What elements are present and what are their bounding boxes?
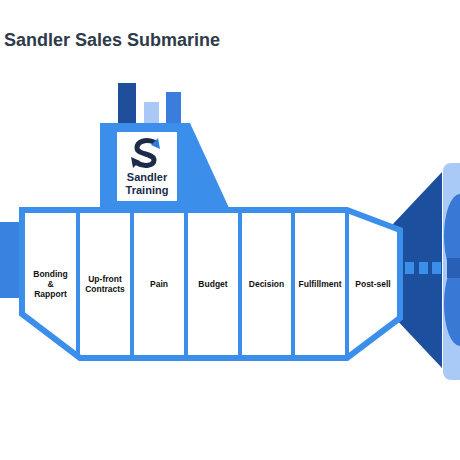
divider (238, 210, 242, 358)
logo-text: Sandler Training (118, 171, 176, 197)
chimney (166, 92, 181, 125)
divider (184, 210, 188, 358)
propeller-shaft (419, 262, 428, 274)
stage-label: Up-front Contracts (82, 274, 128, 294)
logo-panel (117, 132, 177, 201)
divider (291, 210, 295, 358)
logo-box: Sandler Training (117, 168, 177, 200)
divider (130, 210, 134, 358)
divider (345, 210, 349, 358)
compartment-dividers (78, 210, 347, 358)
compartment-box: Post-sell (349, 214, 397, 354)
propeller-shaft (405, 262, 414, 274)
logo-symbol (131, 138, 160, 168)
submarine-hull (22, 210, 400, 358)
stage-label: Decision (249, 279, 284, 289)
compartment-box: Up-front Contracts (80, 214, 130, 354)
chimney (118, 83, 136, 125)
compartment-box: Decision (242, 214, 291, 354)
stage-label: Post-sell (355, 279, 390, 289)
divider (76, 210, 80, 358)
stage-label: Pain (150, 279, 168, 289)
compartment-box: Bonding & Rapport (25, 214, 76, 354)
conning-tower (100, 123, 230, 210)
compartment-box: Budget (188, 214, 238, 354)
compartment-box: Pain (134, 214, 184, 354)
diagram-title: Sandler Sales Submarine (4, 30, 220, 51)
chimney (144, 102, 159, 125)
propeller-blade (444, 194, 460, 278)
stage-label: Budget (198, 279, 227, 289)
propeller-shaft (432, 262, 441, 274)
stage-label: Fulfillment (299, 279, 342, 289)
stage-label: Bonding & Rapport (32, 269, 70, 300)
propeller-hub (447, 258, 460, 278)
compartment-box: Fulfillment (295, 214, 345, 354)
